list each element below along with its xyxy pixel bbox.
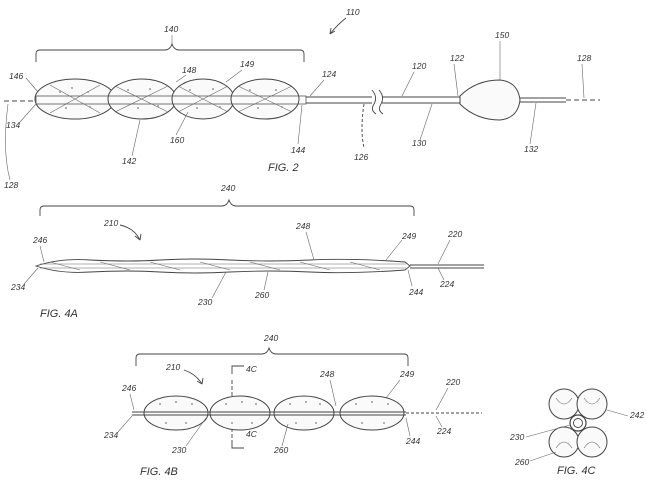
leader-244b	[406, 418, 410, 436]
leader-220a	[438, 240, 450, 264]
label-4c-bottom: 4C	[246, 429, 258, 439]
label-230c: 230	[509, 432, 524, 442]
label-149: 149	[240, 59, 254, 69]
label-142: 142	[122, 156, 136, 166]
label-160: 160	[170, 135, 184, 145]
leader-122	[454, 64, 458, 96]
label-124: 124	[322, 69, 336, 79]
arrow-110	[330, 18, 346, 34]
collapsed-basket	[36, 259, 410, 273]
label-132: 132	[524, 144, 538, 154]
leader-144	[298, 105, 302, 144]
label-4c-top: 4C	[246, 364, 258, 374]
leader-120	[402, 72, 414, 96]
label-248b: 248	[319, 369, 334, 379]
pod-4b-3	[274, 396, 334, 430]
label-230a: 230	[197, 297, 212, 307]
label-234a: 234	[10, 282, 25, 292]
leader-126	[362, 104, 364, 148]
label-220b: 220	[445, 377, 460, 387]
leader-246a	[40, 246, 44, 262]
label-130: 130	[412, 138, 426, 148]
label-234b: 234	[103, 430, 118, 440]
label-260a: 260	[254, 290, 269, 300]
leader-130	[420, 104, 432, 140]
label-244b: 244	[405, 436, 420, 446]
fig4a-caption: FIG. 4A	[40, 308, 78, 320]
figure-4b: 240 210 4C 4C 246 234 248 249 22	[103, 333, 482, 478]
label-249b: 249	[399, 369, 414, 379]
fig2-caption: FIG. 2	[268, 162, 299, 174]
label-244a: 244	[408, 287, 423, 297]
label-246a: 246	[32, 235, 47, 245]
leader-246b	[130, 394, 134, 410]
pod-4b-2	[210, 396, 270, 430]
label-110: 110	[346, 7, 360, 17]
label-260c: 260	[514, 457, 529, 467]
label-224b: 224	[436, 426, 451, 436]
label-240b: 240	[263, 333, 278, 343]
leader-242	[607, 410, 628, 416]
label-122: 122	[450, 53, 464, 63]
label-240a: 240	[220, 183, 235, 193]
leader-124	[310, 80, 324, 96]
leader-248a	[306, 232, 314, 260]
label-126: 126	[354, 152, 368, 162]
label-150: 150	[495, 30, 509, 40]
label-224a: 224	[439, 279, 454, 289]
leader-234a	[24, 268, 38, 284]
leader-134	[20, 104, 36, 122]
bracket-140	[36, 44, 304, 62]
bracket-240a	[40, 200, 414, 216]
label-146: 146	[9, 71, 23, 81]
label-210a: 210	[103, 218, 118, 228]
leader-128a	[5, 104, 10, 180]
break-mark-1	[372, 90, 376, 114]
leader-142	[132, 120, 140, 156]
label-128a: 128	[4, 180, 18, 190]
fig4c-caption: FIG. 4C	[557, 465, 596, 477]
break-mark-2	[379, 90, 383, 114]
leader-260b	[282, 424, 288, 446]
leader-244a	[408, 270, 412, 286]
label-220a: 220	[447, 229, 462, 239]
figure-2: 140 110	[4, 7, 600, 190]
section-arrow-top	[232, 366, 244, 374]
leader-128b	[582, 64, 584, 98]
strand-hatch	[50, 262, 380, 270]
leader-220b	[436, 388, 448, 410]
label-230b: 230	[171, 445, 186, 455]
central-core-230	[570, 415, 586, 431]
fig4b-caption: FIG. 4B	[140, 466, 178, 478]
leader-230a	[212, 272, 226, 298]
leader-148	[176, 75, 186, 82]
leader-249b	[386, 380, 400, 398]
label-249a: 249	[401, 231, 416, 241]
label-134: 134	[6, 120, 20, 130]
label-246b: 246	[121, 383, 136, 393]
leader-234b	[118, 416, 132, 432]
label-148: 148	[182, 65, 196, 75]
label-260b: 260	[273, 445, 288, 455]
label-144: 144	[291, 145, 305, 155]
label-242: 242	[629, 410, 644, 420]
leader-149	[226, 70, 242, 82]
leader-160	[176, 112, 188, 135]
label-140: 140	[164, 24, 178, 34]
leader-249a	[386, 240, 402, 260]
leader-132	[530, 103, 536, 144]
figure-4c: 242 230 260 FIG. 4C	[509, 389, 644, 477]
figure-4a: 240 210 246 234 248 249 220 230 260 244 …	[10, 183, 484, 320]
label-120: 120	[412, 61, 426, 71]
handle-150	[460, 80, 520, 120]
label-210b: 210	[165, 362, 180, 372]
leader-248b	[330, 380, 336, 406]
leader-260c	[530, 452, 556, 461]
leader-146	[26, 78, 38, 92]
leader-260a	[264, 272, 268, 290]
section-arrow-bottom	[232, 440, 244, 448]
label-248a: 248	[295, 221, 310, 231]
label-128b: 128	[577, 53, 591, 63]
